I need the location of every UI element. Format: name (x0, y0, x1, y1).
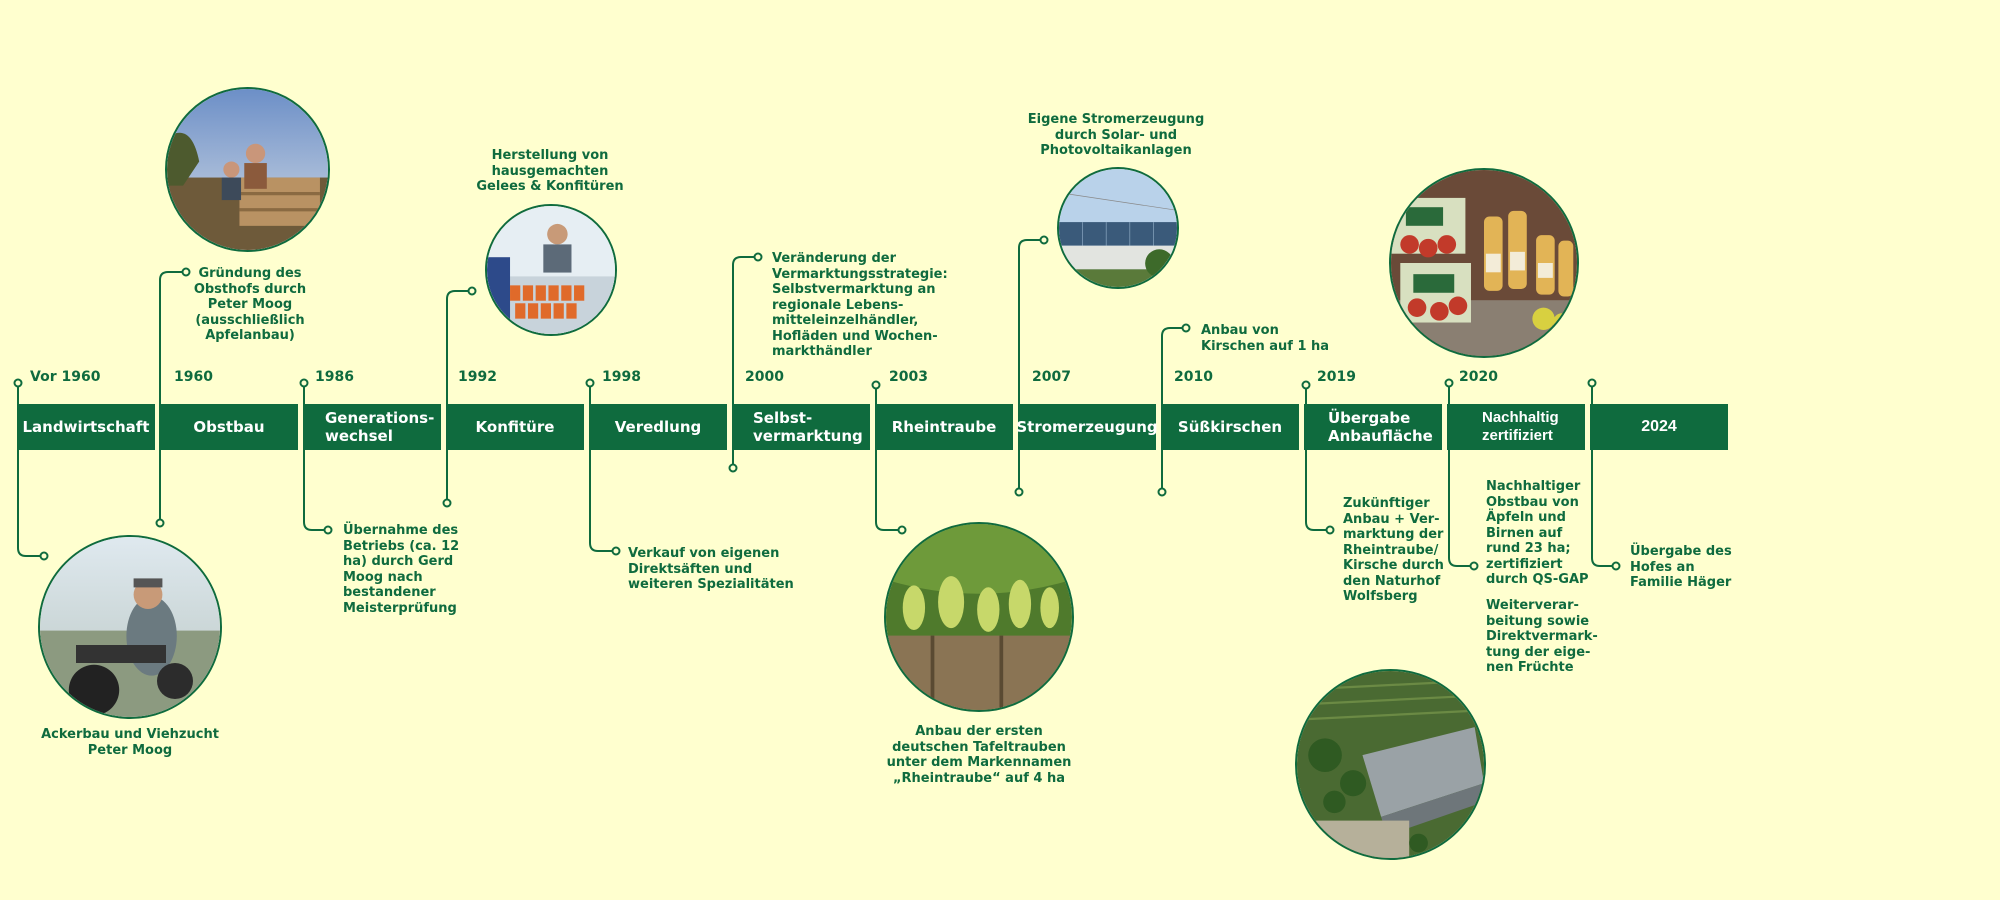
connector-vor1960 (17, 383, 42, 557)
connector-1960 (159, 271, 184, 523)
bar-suesskirschen: Süßkirschen (1161, 404, 1299, 450)
year-2003: 2003 (889, 369, 928, 385)
connector-2024 (1591, 383, 1614, 567)
connector-1992 (446, 290, 470, 503)
note-2007: Eigene Stromerzeugung durch Solar- und P… (1027, 112, 1205, 158)
bar-2024: 2024 (1590, 404, 1728, 450)
year-2007: 2007 (1032, 369, 1071, 385)
connector-2020 (1448, 383, 1472, 567)
bar-landwirtschaft: Landwirtschaft (17, 404, 155, 450)
year-1986: 1986 (315, 369, 354, 385)
photo-products (1389, 168, 1579, 358)
connector-2019 (1305, 385, 1328, 531)
note-2019: Zukünftiger Anbau + Ver- marktung der Rh… (1343, 496, 1444, 604)
note-1960: Gründung des Obsthofs durch Peter Moog (… (193, 266, 307, 343)
bar-stromerzeugung: Stromerzeugung (1016, 404, 1158, 450)
year-1998: 1998 (602, 369, 641, 385)
connector-2010 (1161, 327, 1184, 492)
photo-apple-harvest (165, 87, 330, 252)
note-2003: Anbau der ersten deutschen Tafeltrauben … (886, 724, 1072, 786)
photo-grapes (884, 522, 1074, 712)
year-2010: 2010 (1174, 369, 1213, 385)
bar-veredlung: Veredlung (589, 404, 727, 450)
note-vor1960: Ackerbau und Viehzucht Peter Moog (41, 727, 219, 758)
bar-rheintraube: Rheintraube (875, 404, 1013, 450)
year-2020: 2020 (1459, 369, 1498, 385)
note-1992: Herstellung von hausgemachten Gelees & K… (476, 148, 624, 194)
year-2019: 2019 (1317, 369, 1356, 385)
note-2010: Anbau von Kirschen auf 1 ha (1201, 323, 1330, 354)
bar-nachhaltig-zertifiziert: Nachhaltig zertifiziert (1447, 404, 1585, 450)
bar-selbstvermarktung: Selbst- vermarktung (732, 404, 870, 450)
year-1960: 1960 (174, 369, 213, 385)
bar-konfituere: Konfitüre (446, 404, 584, 450)
note-1998: Verkauf von eigenen Direktsäften und wei… (628, 546, 794, 592)
photo-solar-roof (1057, 167, 1179, 289)
note-2000: Veränderung der Vermarktungsstrategie: S… (772, 251, 948, 359)
connector-2007 (1018, 239, 1042, 492)
note-2024: Übergabe des Hofes an Familie Häger (1630, 544, 1732, 590)
connector-2000 (732, 256, 756, 468)
year-1992: 1992 (458, 369, 497, 385)
photo-farmer-tractor (38, 535, 222, 719)
note-2020: Nachhaltiger Obstbau von Äpfeln und Birn… (1486, 479, 1589, 587)
bar-uebergabe-anbauflaeche: Übergabe Anbaufläche (1304, 404, 1442, 450)
connector-1986 (303, 383, 326, 531)
year-2000: 2000 (745, 369, 784, 385)
connector-1998 (589, 383, 614, 552)
note-1986: Übernahme des Betriebs (ca. 12 ha) durch… (343, 523, 460, 616)
photo-farm-aerial (1295, 669, 1486, 860)
year-vor1960: Vor 1960 (30, 369, 101, 385)
bar-generationswechsel: Generations- wechsel (303, 404, 441, 450)
photo-jam-production (485, 204, 617, 336)
note-2020-processing: Weiterverar- beitung sowie Direktvermark… (1486, 598, 1598, 675)
bar-obstbau: Obstbau (160, 404, 298, 450)
connector-2003 (875, 385, 900, 531)
